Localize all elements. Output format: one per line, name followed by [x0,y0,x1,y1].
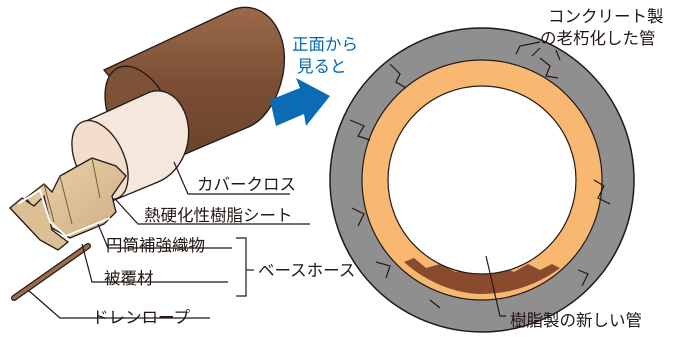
label-old-pipe-line2: の老朽化した管 [540,29,656,48]
pipe-cross-section [329,27,635,333]
cracks [349,47,611,309]
label-coating: 被覆材 [104,269,154,288]
leader-lines [27,41,541,319]
label-drain-rope: ドレンロープ [92,308,191,327]
label-cover-cloth: カバークロス [197,175,296,194]
view-note-line2: 見ると [297,57,347,76]
woven-fabric-fold [9,194,70,251]
sediment [404,258,560,294]
view-arrow [270,78,330,126]
drain-rope-core [12,244,90,300]
view-note-line1: 正面から [292,35,358,54]
label-woven-fabric: 円筒補強織物 [106,236,205,255]
label-new-pipe: 樹脂製の新しい管 [510,311,642,330]
label-base-hose: ベースホース [258,261,355,280]
coating-outline [17,188,111,238]
woven-fabric-crease [43,157,101,225]
hose-cutaway [9,6,286,301]
label-old-pipe-line1: コンクリート製 [548,7,664,26]
label-thermoset-sheet: 熱硬化性樹脂シート [144,206,293,225]
pipe-bore [387,85,577,275]
